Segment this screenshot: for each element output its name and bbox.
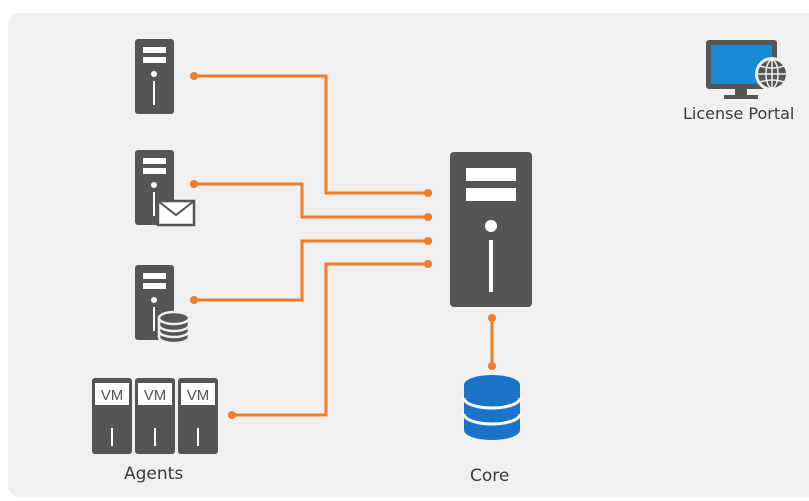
database-icon	[462, 375, 522, 440]
database-server-icon	[135, 265, 191, 345]
agents-label: Agents	[124, 464, 184, 484]
vm-host-1: VM	[92, 378, 132, 454]
connector-dots	[190, 72, 496, 419]
connector-agent-3	[194, 239, 428, 302]
globe-icon	[755, 57, 789, 91]
connector-agent-1	[194, 74, 428, 195]
mail-server-icon	[135, 150, 196, 227]
core-server-icon	[450, 152, 532, 307]
monitor-globe-icon	[706, 40, 789, 99]
connector-agent-2	[194, 182, 428, 219]
connector-lines	[194, 74, 494, 417]
vm-label: VM	[187, 387, 210, 404]
vm-label: VM	[144, 387, 167, 404]
vm-host-3: VM	[178, 378, 218, 454]
vm-hosts-icon: VM VM VM	[92, 378, 218, 454]
license-portal-label: License Portal	[683, 104, 795, 123]
vm-label: VM	[101, 387, 124, 404]
core-label: Core	[470, 466, 510, 486]
server-icon	[135, 39, 174, 114]
connector-agent-4	[232, 262, 428, 417]
vm-host-2: VM	[135, 378, 175, 454]
